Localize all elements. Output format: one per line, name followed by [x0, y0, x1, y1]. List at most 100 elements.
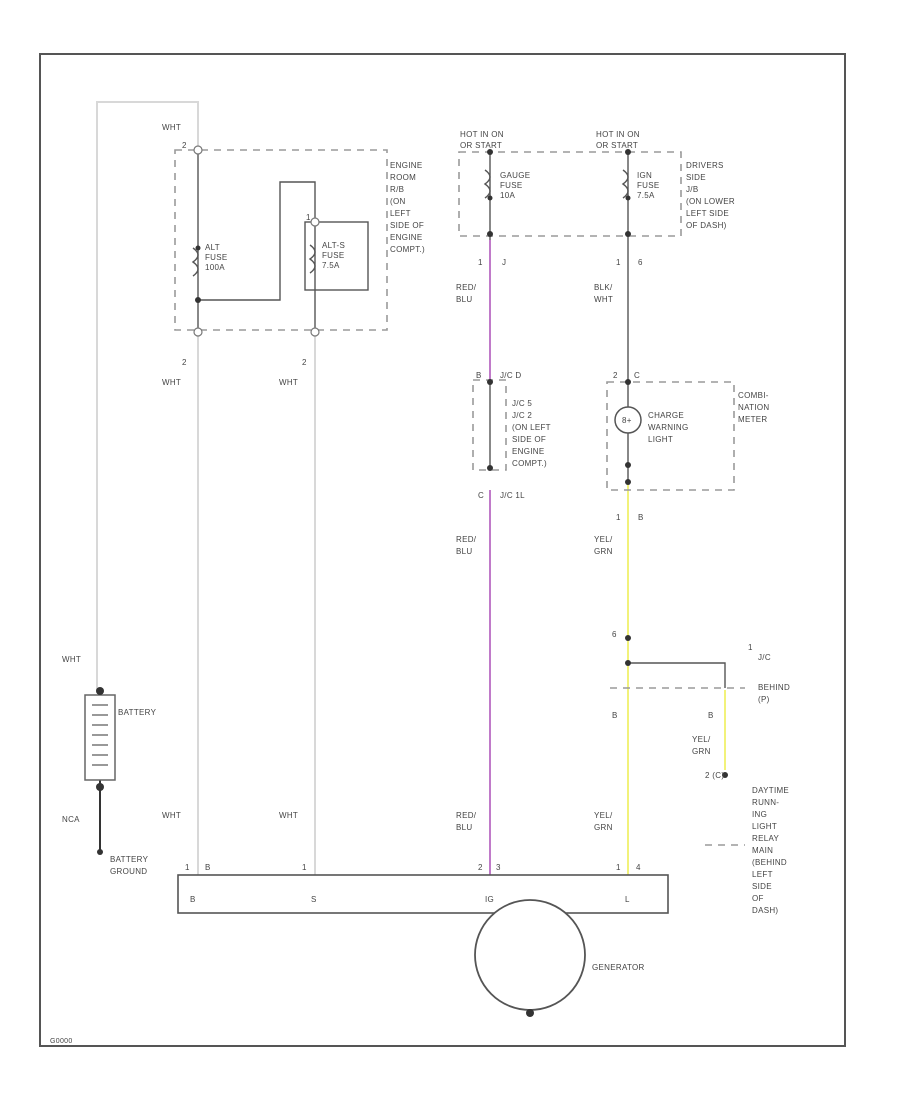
svg-text:RELAY: RELAY — [752, 834, 780, 843]
pin-2-b: 2 — [182, 358, 187, 367]
pin-B-main: B — [612, 711, 618, 720]
wire-alt-link — [198, 181, 316, 301]
pin-B-gen: B — [205, 863, 211, 872]
lamp-glyph: 8+ — [622, 416, 632, 425]
alts-fuse-box — [304, 221, 369, 291]
node — [625, 462, 631, 468]
battery-label: BATTERY — [118, 708, 157, 717]
generator-body — [474, 899, 586, 1011]
node — [625, 660, 631, 666]
svg-text:J/B: J/B — [686, 185, 698, 194]
combination-meter-label: COMBI- NATION METER — [738, 391, 769, 424]
svg-text:(BEHIND: (BEHIND — [752, 858, 787, 867]
svg-text:HOT IN ON: HOT IN ON — [596, 130, 640, 139]
node — [487, 195, 493, 201]
svg-text:BEHIND: BEHIND — [758, 683, 790, 692]
wire-branch-to-jc — [628, 662, 726, 688]
wire-label-red-blu-1: RED/ BLU — [456, 283, 477, 304]
pin-1-gen-l: 1 — [616, 863, 621, 872]
gauge-hot-outline — [458, 151, 682, 237]
svg-text:HOT IN ON: HOT IN ON — [460, 130, 504, 139]
gauge-fuse-label: GAUGE FUSE 10A — [500, 171, 530, 200]
node — [487, 231, 493, 237]
svg-text:BATTERY: BATTERY — [110, 855, 149, 864]
engine-room-rb-outline — [174, 149, 388, 331]
jc-bottom-tag: J/C 1L — [500, 491, 525, 500]
pin-1-a: 1 — [306, 213, 311, 222]
svg-text:COMPT.): COMPT.) — [512, 459, 547, 468]
generator-ground-node — [526, 1009, 534, 1017]
figure-id: G0000 — [50, 1038, 73, 1045]
svg-text:LIGHT: LIGHT — [648, 435, 673, 444]
pin-1-gen-s: 1 — [302, 863, 307, 872]
pin-B-meter: B — [638, 513, 644, 522]
pin-6: 6 — [638, 258, 643, 267]
gen-terminal-b: B — [190, 895, 196, 904]
battery-ground-label: BATTERY GROUND — [110, 855, 149, 876]
wire-label-red-blu-2: RED/ BLU — [456, 535, 477, 556]
pin-1-b: 1 — [478, 258, 483, 267]
charge-warning-light — [614, 406, 642, 434]
meter-outline — [606, 381, 735, 491]
pin-4-gen-l: 4 — [636, 863, 641, 872]
diagram-frame — [39, 53, 846, 1047]
drivers-jb-label: DRIVERS SIDE J/B (ON LOWER LEFT SIDE OF … — [686, 161, 735, 230]
pin-1-meter: 1 — [616, 513, 621, 522]
pin-1-gen: 1 — [185, 863, 190, 872]
svg-text:OF: OF — [752, 894, 764, 903]
drl-relay-label: DAYTIME RUNN- ING LIGHT RELAY MAIN (BEHI… — [752, 786, 789, 915]
gen-terminal-l: L — [625, 895, 630, 904]
svg-text:GROUND: GROUND — [110, 867, 147, 876]
svg-text:ROOM: ROOM — [390, 173, 416, 182]
svg-text:FUSE: FUSE — [637, 181, 660, 190]
jc-top-tag: J/C D — [500, 371, 522, 380]
svg-text:YEL/: YEL/ — [594, 535, 613, 544]
svg-text:GRN: GRN — [692, 747, 711, 756]
svg-text:ALT-S: ALT-S — [322, 241, 345, 250]
svg-text:(P): (P) — [758, 695, 770, 704]
svg-text:ENGINE: ENGINE — [512, 447, 544, 456]
wire-label-red-blu-3: RED/ BLU — [456, 811, 476, 832]
svg-text:J/C 2: J/C 2 — [512, 411, 532, 420]
svg-text:J/C 5: J/C 5 — [512, 399, 532, 408]
svg-text:SIDE OF: SIDE OF — [512, 435, 546, 444]
wire-label-yel-grn-3: YEL/ GRN — [594, 811, 613, 832]
svg-text:10A: 10A — [500, 191, 515, 200]
jc-behind-tag: 1 — [748, 643, 753, 652]
pin-1-c: 1 — [616, 258, 621, 267]
svg-text:LIGHT: LIGHT — [752, 822, 777, 831]
pin-B-branch: B — [708, 711, 714, 720]
pin-B-jc: B — [476, 371, 482, 380]
terminal-alts-top — [310, 217, 320, 227]
pin-3-gen-ig: 3 — [496, 863, 501, 872]
charge-warning-light-label: CHARGE WARNING LIGHT — [648, 411, 688, 444]
svg-text:RED/: RED/ — [456, 535, 477, 544]
wire-label-yel-grn-1: YEL/ GRN — [594, 535, 613, 556]
svg-text:RED/: RED/ — [456, 283, 477, 292]
alt-fuse-symbol — [191, 247, 199, 277]
svg-text:NATION: NATION — [738, 403, 769, 412]
label-wht-left: WHT — [62, 655, 81, 664]
battery-symbol — [84, 694, 116, 781]
svg-text:SIDE: SIDE — [686, 173, 706, 182]
svg-text:CHARGE: CHARGE — [648, 411, 684, 420]
gen-terminal-ig: IG — [485, 895, 494, 904]
pin-2-a: 2 — [182, 141, 187, 150]
svg-text:GRN: GRN — [594, 823, 613, 832]
svg-text:YEL/: YEL/ — [594, 811, 613, 820]
svg-text:DASH): DASH) — [752, 906, 778, 915]
svg-text:J/C: J/C — [758, 653, 771, 662]
pin-2-gen-ig: 2 — [478, 863, 483, 872]
pin-2-meter: 2 — [613, 371, 618, 380]
svg-text:METER: METER — [738, 415, 768, 424]
jc-label: J/C 5 J/C 2 (ON LEFT SIDE OF ENGINE COMP… — [512, 399, 551, 468]
svg-text:RUNN-: RUNN- — [752, 798, 779, 807]
svg-text:WHT: WHT — [594, 295, 613, 304]
svg-text:DRIVERS: DRIVERS — [686, 161, 724, 170]
svg-text:OR START: OR START — [460, 141, 502, 150]
engine-room-rb-label: ENGINE ROOM R/B (ON LEFT SIDE OF ENGINE … — [390, 161, 425, 254]
svg-text:100A: 100A — [205, 263, 225, 272]
svg-text:OR START: OR START — [596, 141, 638, 150]
node — [97, 849, 103, 855]
svg-text:WARNING: WARNING — [648, 423, 688, 432]
